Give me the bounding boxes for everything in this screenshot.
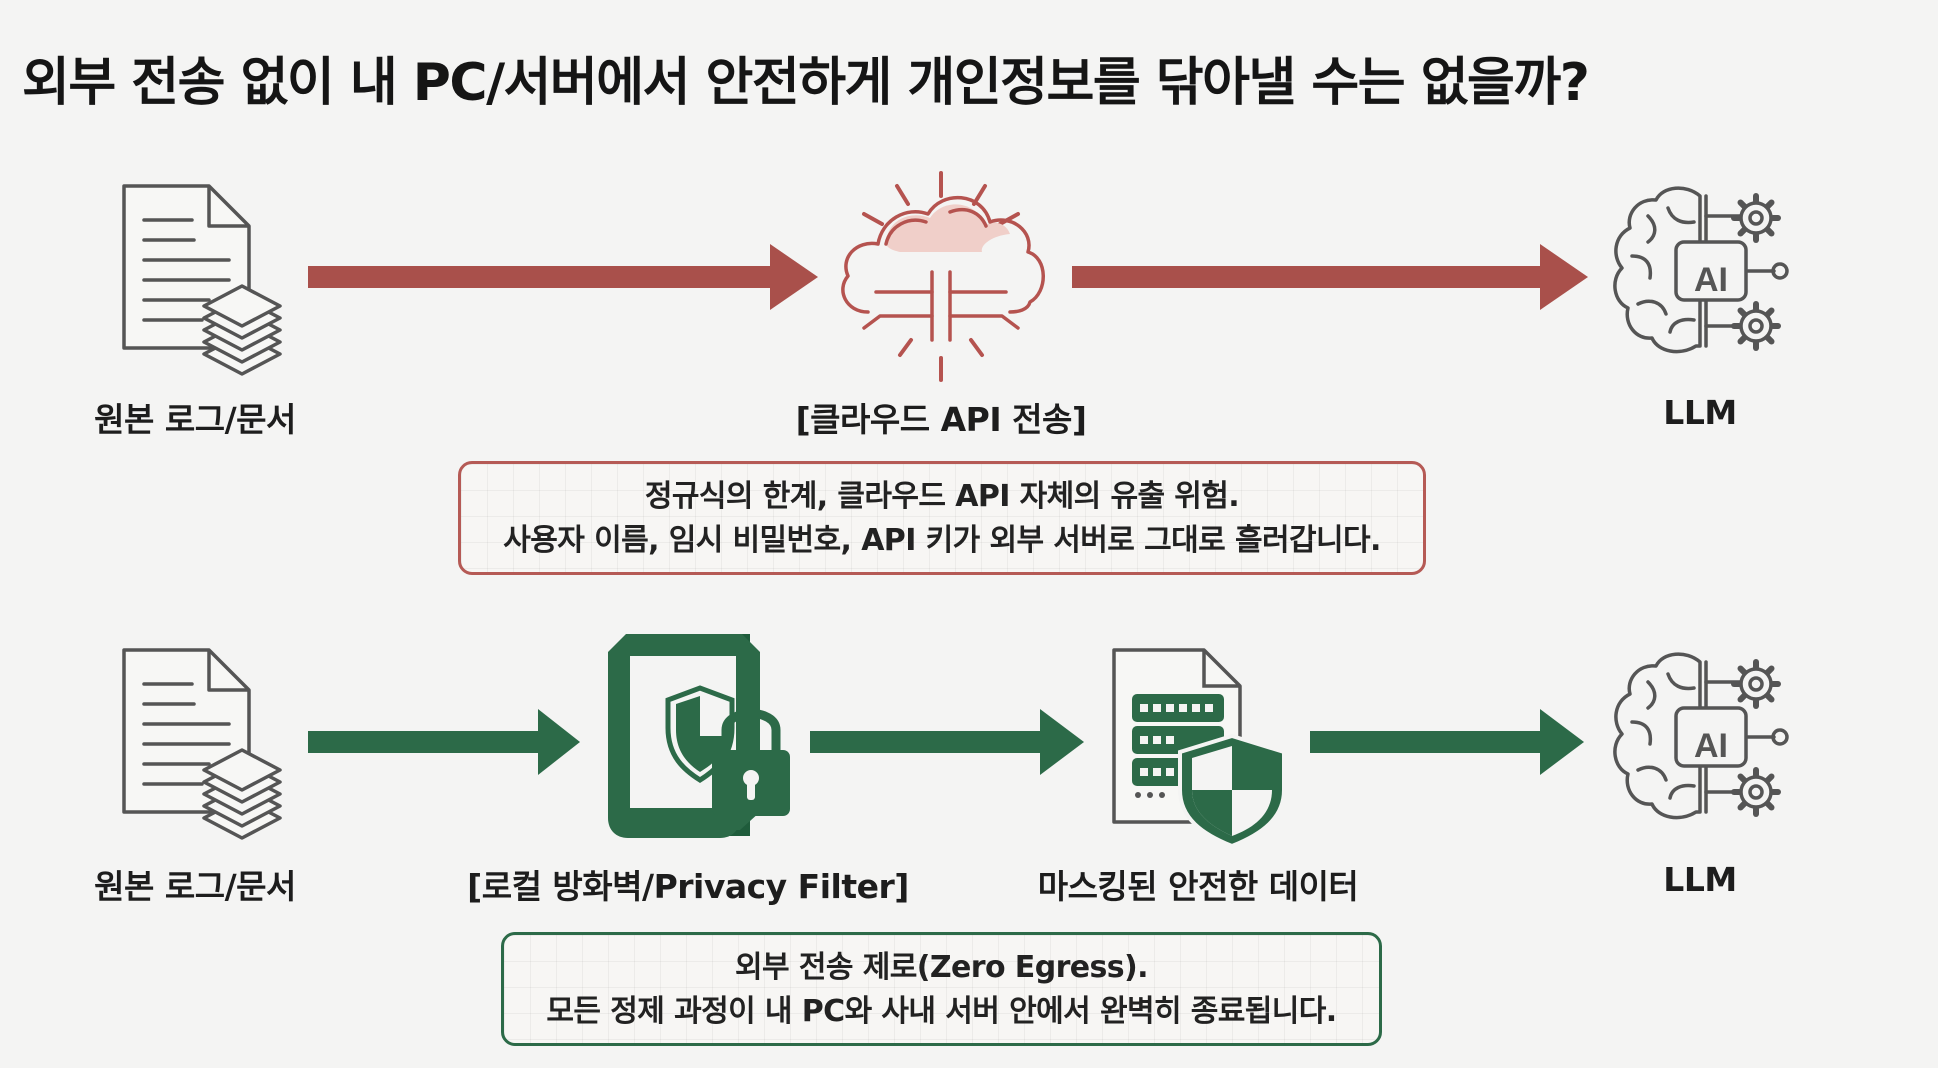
- label-source-top: 원본 로그/문서: [94, 400, 296, 439]
- label-masked-data: 마스킹된 안전한 데이터: [1037, 867, 1359, 906]
- arrow-to-llm-bottom: [1310, 709, 1584, 775]
- document-stack-icon: [122, 184, 282, 376]
- cloud-api-icon: [841, 171, 1045, 382]
- label-source-bottom: 원본 로그/문서: [94, 867, 296, 906]
- label-llm-top: LLM: [1663, 393, 1737, 432]
- safe-callout-line2: 모든 정제 과정이 내 PC와 사내 서버 안에서 완벽히 종료됩니다.: [546, 994, 1337, 1029]
- shield-lock-icon: [608, 634, 790, 838]
- label-cloud-api: [클라우드 API 전송]: [795, 400, 1087, 439]
- page-title: 외부 전송 없이 내 PC/서버에서 안전하게 개인정보를 닦아낼 수는 없을까…: [22, 53, 1590, 113]
- arrow-to-llm-top: [1072, 244, 1588, 310]
- safe-callout: 외부 전송 제로(Zero Egress). 모든 정제 과정이 내 PC와 사…: [501, 932, 1382, 1046]
- arrow-to-masked: [810, 709, 1084, 775]
- document-stack-icon: [122, 648, 282, 840]
- ai-badge-bottom: AI: [1694, 727, 1728, 765]
- label-privacy-filter: [로컬 방화벽/Privacy Filter]: [467, 867, 909, 906]
- server-shield-icon: [1112, 648, 1286, 849]
- risk-callout-line1: 정규식의 한계, 클라우드 API 자체의 유출 위험.: [644, 479, 1240, 514]
- safe-callout-line1: 외부 전송 제로(Zero Egress).: [735, 950, 1148, 985]
- ai-badge-top: AI: [1694, 261, 1728, 299]
- label-llm-bottom: LLM: [1663, 860, 1737, 899]
- risk-callout: 정규식의 한계, 클라우드 API 자체의 유출 위험. 사용자 이름, 임시 …: [458, 461, 1426, 575]
- arrow-to-cloud: [308, 244, 818, 310]
- arrow-to-filter: [308, 709, 580, 775]
- risk-callout-line2: 사용자 이름, 임시 비밀번호, API 키가 외부 서버로 그대로 흘러갑니다…: [503, 523, 1381, 558]
